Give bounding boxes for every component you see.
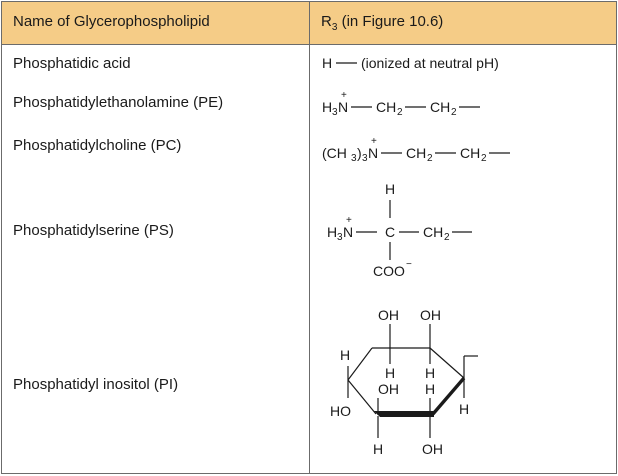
r3-pe: H 3 N + CH 2 CH 2: [312, 82, 612, 126]
svg-text:2: 2: [451, 107, 457, 118]
formula-h-ionized: H (ionized at neutral pH): [322, 55, 499, 71]
svg-text:+: +: [371, 136, 377, 147]
svg-text:H: H: [385, 365, 395, 381]
formula-serine: H H 3 N + C CH 2 COO −: [327, 181, 472, 279]
svg-text:2: 2: [427, 153, 433, 164]
r3-pi: OH OH H H H HO OH H H OH H: [312, 298, 612, 472]
r3-ps: H H 3 N + C CH 2 COO −: [312, 174, 612, 288]
svg-text:3: 3: [332, 107, 338, 118]
svg-text:H: H: [322, 55, 332, 71]
svg-text:OH: OH: [378, 381, 399, 397]
svg-text:2: 2: [481, 153, 487, 164]
svg-text:CH: CH: [430, 99, 450, 115]
svg-text:H: H: [459, 401, 469, 417]
svg-text:OH: OH: [420, 307, 441, 323]
svg-text:): ): [357, 145, 362, 161]
inositol-ring: [347, 347, 466, 417]
row-name-phosphatidic-acid: Phosphatidic acid: [13, 55, 131, 72]
r3-phosphatidic-acid: H (ionized at neutral pH): [312, 46, 612, 84]
svg-text:H: H: [425, 381, 435, 397]
formula-choline: (CH 3 ) 3 N + CH 2 CH 2: [322, 136, 510, 164]
svg-text:3: 3: [362, 153, 368, 164]
svg-text:(CH: (CH: [322, 145, 347, 161]
formula-inositol: OH OH H H H HO OH H H OH H: [330, 307, 478, 457]
svg-text:HO: HO: [330, 403, 351, 419]
svg-text:H: H: [322, 99, 332, 115]
svg-text:N: N: [338, 99, 348, 115]
svg-text:OH: OH: [422, 441, 443, 457]
svg-text:−: −: [406, 259, 412, 270]
svg-text:+: +: [341, 90, 347, 101]
header-name-column: Name of Glycerophospholipid: [13, 13, 210, 30]
svg-text:CH: CH: [460, 145, 480, 161]
svg-text:2: 2: [397, 107, 403, 118]
svg-text:C: C: [385, 224, 395, 240]
svg-text:H: H: [340, 347, 350, 363]
svg-text:3: 3: [351, 153, 357, 164]
header-r3-column: R3 (in Figure 10.6): [321, 13, 444, 33]
svg-text:3: 3: [337, 232, 343, 243]
svg-text:OH: OH: [378, 307, 399, 323]
r3-pc: (CH 3 ) 3 N + CH 2 CH 2: [312, 126, 612, 172]
svg-text:H: H: [385, 181, 395, 197]
svg-text:N: N: [343, 224, 353, 240]
svg-text:H: H: [327, 224, 337, 240]
row-name-ps: Phosphatidylserine (PS): [13, 222, 174, 239]
formula-ethanolamine: H 3 N + CH 2 CH 2: [322, 90, 480, 118]
svg-text:CH: CH: [406, 145, 426, 161]
column-divider: [309, 2, 310, 473]
svg-text:COO: COO: [373, 263, 405, 279]
svg-text:H: H: [373, 441, 383, 457]
row-name-pi: Phosphatidyl inositol (PI): [13, 376, 179, 393]
svg-text:(ionized at neutral pH): (ionized at neutral pH): [361, 55, 499, 71]
svg-text:2: 2: [444, 232, 450, 243]
row-name-pc: Phosphatidylcholine (PC): [13, 137, 182, 154]
svg-text:H: H: [425, 365, 435, 381]
svg-text:CH: CH: [423, 224, 443, 240]
svg-text:CH: CH: [376, 99, 396, 115]
svg-text:+: +: [346, 215, 352, 226]
svg-text:N: N: [368, 145, 378, 161]
row-name-pe: Phosphatidylethanolamine (PE): [13, 94, 224, 111]
